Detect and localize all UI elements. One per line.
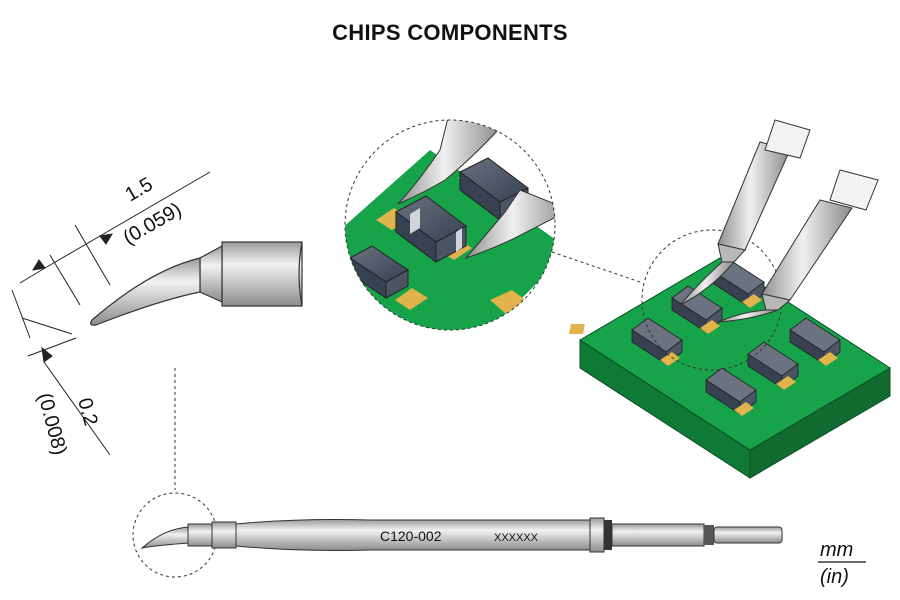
- dimension-bottom: [11, 289, 111, 456]
- zoom-detail: [344, 119, 556, 331]
- solder-pads: [660, 294, 838, 416]
- chip-1: [569, 317, 683, 365]
- page-title: CHIPS COMPONENTS: [332, 20, 568, 45]
- units-mm: mm: [820, 539, 853, 561]
- cartridge-code-label: XXXXXX: [494, 532, 539, 544]
- tip-taper: [199, 244, 223, 303]
- pcb-board: [569, 229, 891, 479]
- units-legend: mm (in): [818, 539, 866, 588]
- cartridge: C120-002 XXXXXX: [132, 492, 783, 578]
- chip-4: [705, 367, 757, 415]
- dimension-top-inches: (0.059): [120, 199, 186, 250]
- dimension-bottom-inches: (0.008): [33, 391, 71, 458]
- zoom-circle: [344, 119, 556, 331]
- dimension-top: [19, 171, 211, 306]
- tip-detail: [90, 241, 303, 326]
- iron-right: [717, 169, 879, 323]
- cartridge-model-label: C120-002: [380, 528, 442, 544]
- dimension-bottom-value: 0.2: [73, 396, 101, 429]
- units-in: (in): [820, 566, 849, 588]
- dimension-top-value: 1.5: [122, 173, 157, 206]
- tip-point: [90, 257, 201, 326]
- chip-6: [789, 317, 841, 365]
- tip-collar: [221, 241, 303, 307]
- zoom-leader: [551, 251, 641, 283]
- iron-left: [679, 119, 811, 306]
